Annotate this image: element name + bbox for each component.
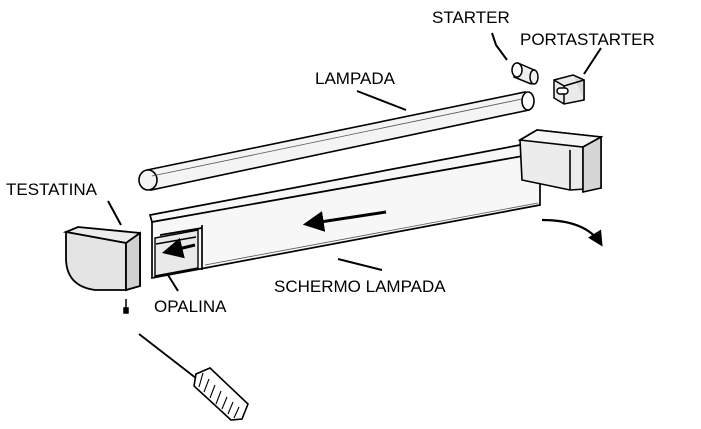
label-portastarter: PORTASTARTER: [520, 30, 655, 49]
opalina-slide-arrow: [161, 237, 196, 259]
starter-part: [511, 61, 539, 86]
label-opalina: OPALINA: [154, 297, 227, 316]
testatina-part: [62, 226, 141, 292]
rotation-arrow: [541, 218, 603, 247]
label-starter: STARTER: [432, 8, 510, 27]
label-schermo-lampada: SCHERMO LAMPADA: [274, 277, 446, 296]
lampada-tube: [138, 91, 535, 191]
portastarter-part: [553, 74, 585, 105]
screwdriver-tool: [138, 333, 249, 421]
opalina-part: [154, 229, 199, 277]
right-end-block: [517, 129, 604, 193]
label-lampada: LAMPADA: [315, 69, 395, 88]
slide-arrow: [302, 210, 387, 232]
screw-part: [123, 299, 129, 314]
label-testatina: TESTATINA: [6, 180, 97, 199]
leader-lines: [107, 32, 602, 292]
